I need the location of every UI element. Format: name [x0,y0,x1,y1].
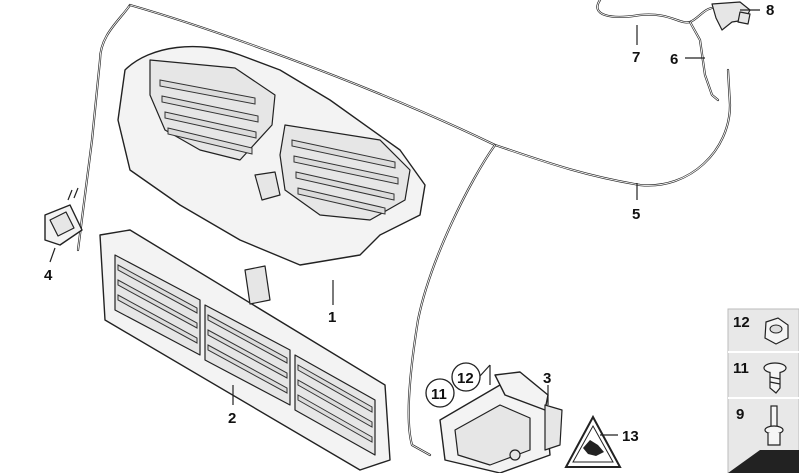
cable-harness-6-7 [596,0,751,102]
leader-lines [49,9,760,436]
callout-5: 5 [632,206,640,223]
callout-4: 4 [44,267,53,284]
warning-label-part-13 [564,414,622,468]
callout-13: 13 [622,428,639,445]
callout-8: 8 [766,2,774,19]
callout-2: 2 [228,410,236,427]
connector-part-4 [44,187,83,246]
shutter-assembly-part-2 [99,229,391,471]
clip-icon [764,405,784,446]
callout-3: 3 [543,370,551,387]
callout-circle-11 [425,378,455,408]
screw-icon [763,362,787,394]
callout-11-side: 11 [733,360,749,377]
nut-icon [764,317,789,345]
callout-7: 7 [632,49,640,66]
callout-6: 6 [670,51,678,68]
callout-12-side: 12 [733,314,750,331]
callout-12-circle: 12 [457,370,474,387]
callout-1: 1 [328,309,336,326]
actuator-part-3 [439,371,563,473]
callout-11-circle: 11 [431,386,447,403]
callout-circle-12 [451,362,481,392]
cable-harness-5 [76,3,732,457]
air-duct-part-1 [117,45,426,266]
callout-9: 9 [736,406,744,423]
fastener-parts-panel [727,308,799,473]
